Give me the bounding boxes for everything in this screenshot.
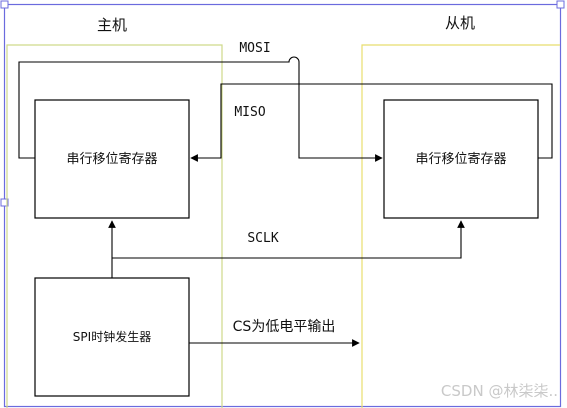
- sclk-branch: [112, 220, 465, 259]
- sclk-label: SCLK: [247, 231, 278, 246]
- slave-region-outline: [361, 44, 560, 408]
- slave-title: 从机: [445, 14, 475, 32]
- cs-label: CS为低电平输出: [233, 319, 336, 335]
- slave-shift-register-label: 串行移位寄存器: [415, 151, 506, 167]
- frame-handle-left-middle: [0, 198, 9, 207]
- slave-shift-register-box: [383, 99, 539, 219]
- frame-handle-top-left: [0, 0, 9, 9]
- frame-handle-top-right: [556, 0, 565, 9]
- miso-label: MISO: [234, 105, 265, 120]
- mosi-line: [18, 56, 383, 162]
- mosi-label: MOSI: [239, 41, 270, 56]
- host-shift-register-box: [34, 99, 190, 219]
- csdn-watermark: CSDN @林柒柒..: [441, 382, 558, 400]
- host-title: 主机: [97, 16, 127, 34]
- clock-generator-label: SPI时钟发生器: [73, 329, 151, 344]
- miso-line: [190, 83, 553, 162]
- host-shift-register-label: 串行移位寄存器: [66, 151, 157, 167]
- host-region-outline: [6, 44, 223, 408]
